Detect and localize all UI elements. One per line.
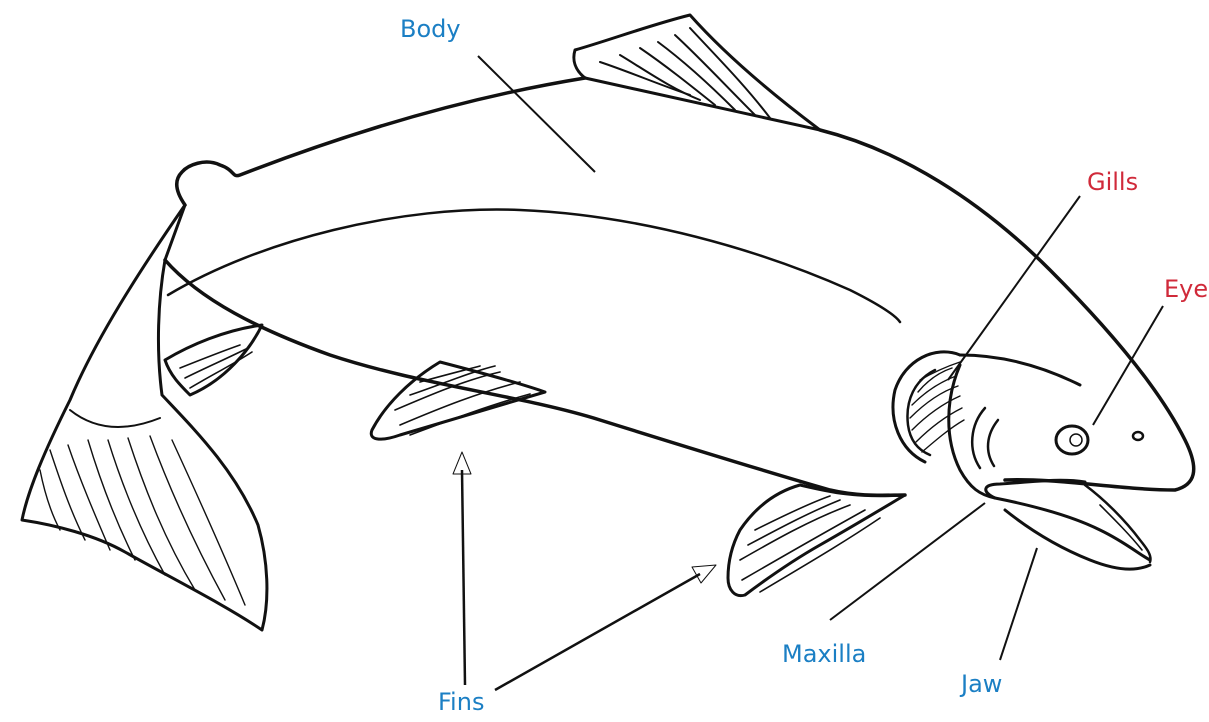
fish-body: [165, 78, 1194, 495]
label-body: Body: [400, 17, 461, 41]
label-fins: Fins: [438, 690, 484, 714]
tail-fin: [22, 205, 267, 630]
pelvic-fin-rear: [165, 325, 262, 395]
gills-leader: [948, 196, 1080, 380]
fish-head: [949, 365, 1151, 569]
fins-arrow-right: [495, 574, 700, 690]
jaw-leader: [1000, 548, 1037, 660]
gills: [893, 352, 1080, 462]
label-maxilla: Maxilla: [782, 642, 866, 666]
eye-leader: [1093, 306, 1163, 425]
body-leader: [478, 56, 595, 172]
label-eye: Eye: [1164, 277, 1208, 301]
label-jaw: Jaw: [961, 672, 1002, 696]
maxilla-leader: [830, 503, 985, 620]
fins-arrowhead-right: [692, 565, 716, 583]
label-gills: Gills: [1087, 170, 1138, 194]
fins-arrow-up: [462, 470, 465, 685]
dorsal-fin: [574, 15, 820, 130]
pectoral-fin: [728, 485, 905, 596]
